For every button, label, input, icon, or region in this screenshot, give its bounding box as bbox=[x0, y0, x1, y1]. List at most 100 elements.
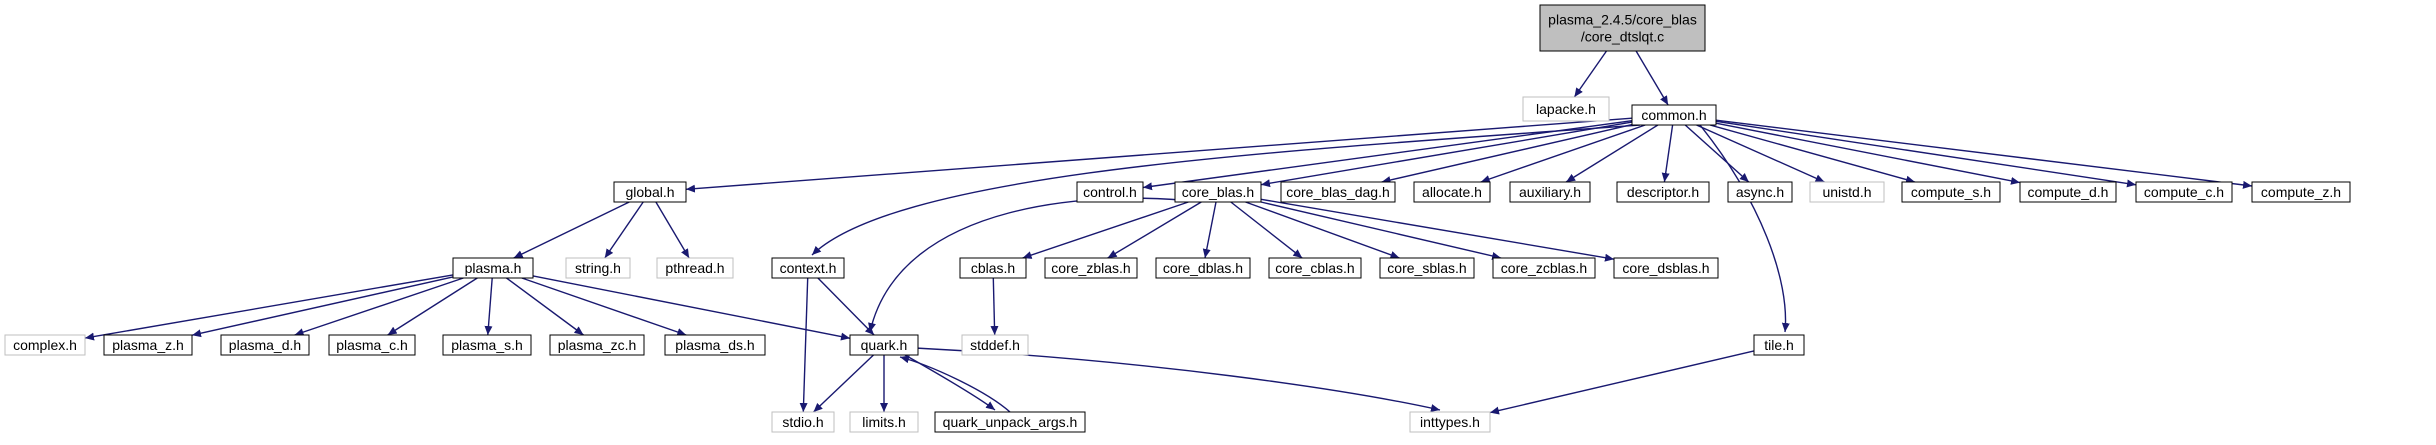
node-allocate[interactable]: allocate.h bbox=[1413, 181, 1491, 203]
node-box bbox=[959, 257, 1027, 279]
nodes-layer: plasma_2.4.5/core_blas/core_dtslqt.clapa… bbox=[4, 4, 2351, 433]
node-box bbox=[613, 181, 687, 203]
node-box bbox=[2251, 181, 2351, 203]
edge-common-to-async bbox=[1684, 124, 1750, 183]
node-plasma-zc[interactable]: plasma_zc.h bbox=[549, 334, 645, 356]
node-compute-z[interactable]: compute_z.h bbox=[2251, 181, 2351, 203]
node-auxiliary[interactable]: auxiliary.h bbox=[1509, 181, 1591, 203]
node-tile[interactable]: tile.h bbox=[1753, 334, 1805, 356]
node-label: plasma_s.h bbox=[451, 337, 523, 353]
edge-common-to-context bbox=[811, 124, 1641, 256]
node-label: core_cblas.h bbox=[1275, 260, 1354, 276]
node-plasma-s[interactable]: plasma_s.h bbox=[442, 334, 532, 356]
node-core-zcblas[interactable]: core_zcblas.h bbox=[1492, 257, 1596, 279]
node-plasma[interactable]: plasma.h bbox=[452, 257, 534, 279]
edges-layer bbox=[84, 50, 2253, 415]
node-plasma-c[interactable]: plasma_c.h bbox=[328, 334, 416, 356]
edge-global-to-string bbox=[604, 201, 644, 259]
node-label: tile.h bbox=[1764, 337, 1794, 353]
node-box bbox=[1616, 181, 1710, 203]
node-plasma-z[interactable]: plasma_z.h bbox=[103, 334, 193, 356]
node-box bbox=[1409, 411, 1491, 433]
node-descriptor[interactable]: descriptor.h bbox=[1616, 181, 1710, 203]
node-label: plasma.h bbox=[465, 260, 522, 276]
node-label: unistd.h bbox=[1822, 184, 1871, 200]
node-box bbox=[1076, 181, 1144, 203]
node-label: auxiliary.h bbox=[1519, 184, 1581, 200]
edge-common-to-auxiliary bbox=[1565, 124, 1659, 183]
node-box bbox=[849, 411, 919, 433]
edge-common-to-compute_d bbox=[1715, 122, 2021, 185]
node-compute-s[interactable]: compute_s.h bbox=[1901, 181, 2001, 203]
node-box bbox=[549, 334, 645, 356]
node-core-zblas[interactable]: core_zblas.h bbox=[1044, 257, 1138, 279]
edge-common-to-core_blas_dag bbox=[1381, 123, 1633, 184]
node-core-blas-dag[interactable]: core_blas_dag.h bbox=[1280, 181, 1396, 203]
node-common[interactable]: common.h bbox=[1631, 104, 1717, 126]
edge-quark_unpack_args-to-quark bbox=[899, 355, 1011, 413]
node-label: stddef.h bbox=[970, 337, 1020, 353]
node-control[interactable]: control.h bbox=[1076, 181, 1144, 203]
node-async[interactable]: async.h bbox=[1727, 181, 1793, 203]
edge-common-to-global bbox=[685, 117, 1633, 193]
edge-common-to-compute_s bbox=[1709, 124, 1916, 184]
node-box bbox=[664, 334, 766, 356]
node-root[interactable]: plasma_2.4.5/core_blas/core_dtslqt.c bbox=[1539, 4, 1706, 52]
node-core-dblas[interactable]: core_dblas.h bbox=[1155, 257, 1251, 279]
node-compute-c[interactable]: compute_c.h bbox=[2135, 181, 2233, 203]
edge-plasma-to-plasma_ds bbox=[521, 277, 687, 336]
edge-plasma-to-plasma_zc bbox=[506, 277, 584, 336]
node-label: core_blas.h bbox=[1182, 184, 1254, 200]
node-box bbox=[103, 334, 193, 356]
node-label: core_blas_dag.h bbox=[1286, 184, 1390, 200]
node-core-blas[interactable]: core_blas.h bbox=[1174, 181, 1262, 203]
node-box bbox=[1280, 181, 1396, 203]
edge-context-to-stdio bbox=[799, 277, 809, 413]
node-box bbox=[1753, 334, 1805, 356]
edge-core_blas-to-core_sblas bbox=[1245, 201, 1400, 259]
node-label: compute_s.h bbox=[1911, 184, 1991, 200]
node-box bbox=[2135, 181, 2233, 203]
node-box bbox=[442, 334, 532, 356]
node-core-cblas[interactable]: core_cblas.h bbox=[1268, 257, 1362, 279]
node-box bbox=[771, 411, 835, 433]
node-box bbox=[1379, 257, 1475, 279]
node-stddef: stddef.h bbox=[961, 334, 1029, 356]
node-core-sblas[interactable]: core_sblas.h bbox=[1379, 257, 1475, 279]
edge-root-to-common bbox=[1635, 50, 1669, 106]
node-box bbox=[328, 334, 416, 356]
node-box bbox=[4, 334, 86, 356]
node-label: string.h bbox=[575, 260, 621, 276]
node-cblas[interactable]: cblas.h bbox=[959, 257, 1027, 279]
node-stdio: stdio.h bbox=[771, 411, 835, 433]
node-plasma-d[interactable]: plasma_d.h bbox=[220, 334, 310, 356]
node-label: async.h bbox=[1736, 184, 1784, 200]
node-box bbox=[934, 411, 1086, 433]
node-box bbox=[961, 334, 1029, 356]
node-quark[interactable]: quark.h bbox=[849, 334, 919, 356]
edge-global-to-pthread bbox=[655, 201, 690, 259]
node-inttypes: inttypes.h bbox=[1409, 411, 1491, 433]
node-label: descriptor.h bbox=[1627, 184, 1699, 200]
node-compute-d[interactable]: compute_d.h bbox=[2019, 181, 2117, 203]
edge-plasma-to-quark bbox=[532, 275, 851, 341]
node-plasma-ds[interactable]: plasma_ds.h bbox=[664, 334, 766, 356]
node-label: core_sblas.h bbox=[1387, 260, 1466, 276]
node-label: allocate.h bbox=[1422, 184, 1482, 200]
edge-core_blas-to-core_zcblas bbox=[1260, 201, 1502, 260]
node-box bbox=[1509, 181, 1591, 203]
node-core-dsblas[interactable]: core_dsblas.h bbox=[1613, 257, 1719, 279]
node-label: common.h bbox=[1641, 107, 1706, 123]
node-box bbox=[849, 334, 919, 356]
edge-core_blas-to-core_dsblas bbox=[1260, 198, 1615, 262]
node-global[interactable]: global.h bbox=[613, 181, 687, 203]
node-label: control.h bbox=[1083, 184, 1137, 200]
node-label: plasma_z.h bbox=[112, 337, 184, 353]
node-label: core_zblas.h bbox=[1051, 260, 1130, 276]
node-box bbox=[220, 334, 310, 356]
node-label: quark_unpack_args.h bbox=[943, 414, 1078, 430]
edge-core_blas-to-quark bbox=[868, 197, 1201, 333]
node-quark-unpack-args[interactable]: quark_unpack_args.h bbox=[934, 411, 1086, 433]
node-context[interactable]: context.h bbox=[771, 257, 845, 279]
edge-plasma-to-plasma_c bbox=[387, 277, 478, 336]
